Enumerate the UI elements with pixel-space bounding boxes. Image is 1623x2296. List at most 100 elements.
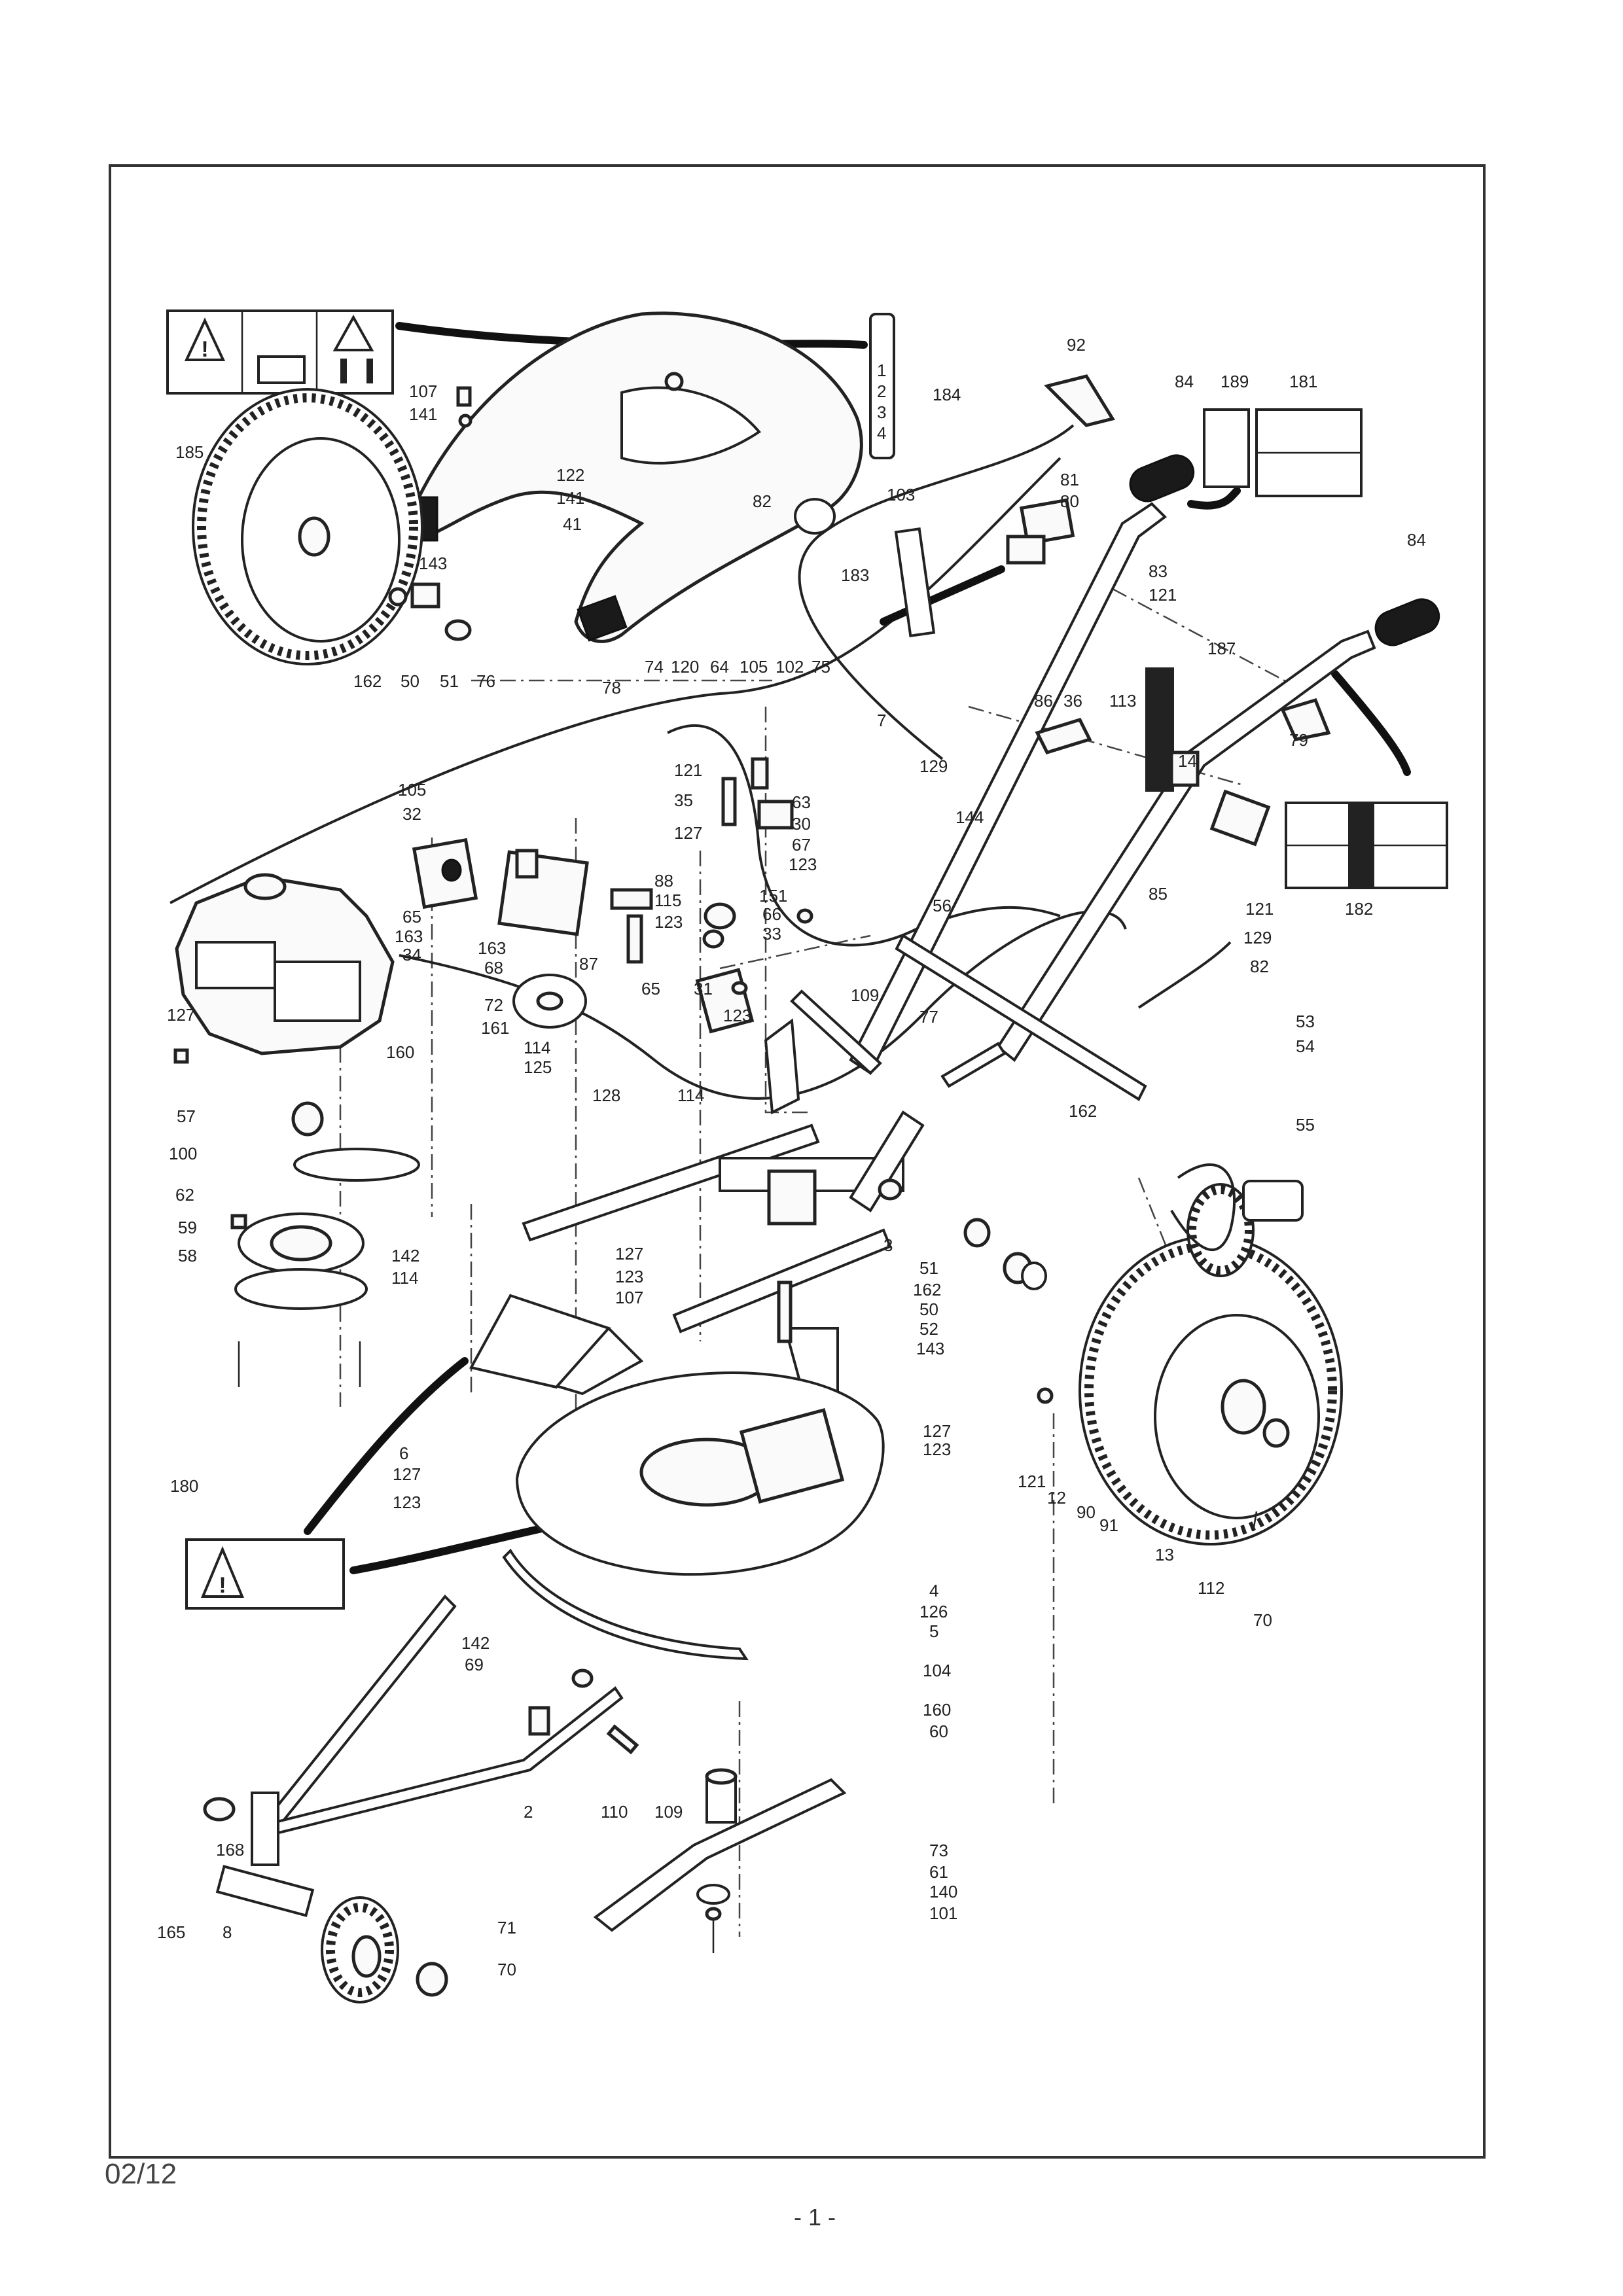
callout-label: 183 xyxy=(841,565,869,585)
callout-label: 83 xyxy=(1149,561,1168,581)
callout-label: 123 xyxy=(615,1267,643,1286)
callout-label: 63 xyxy=(792,792,811,812)
callout-label: 70 xyxy=(1253,1610,1272,1630)
callout-label: 126 xyxy=(919,1602,948,1621)
callout-label: 168 xyxy=(216,1840,244,1860)
callout-label: 56 xyxy=(933,896,952,915)
callout-label: 70 xyxy=(497,1960,516,1979)
callout-label: 102 xyxy=(776,657,804,677)
mower-deck xyxy=(469,1294,885,1661)
callout-label: 123 xyxy=(393,1492,421,1512)
callout-label: 77 xyxy=(919,1007,938,1027)
callout-label: 3 xyxy=(883,1235,893,1255)
callout-label: 2 xyxy=(524,1802,533,1822)
revision-date: 02/12 xyxy=(105,2158,177,2190)
version-list-label: 1 xyxy=(877,361,886,380)
callout-label: 184 xyxy=(933,385,961,404)
handle-upper xyxy=(790,374,1440,1101)
callout-label: 87 xyxy=(579,954,598,974)
callout-label: 162 xyxy=(1069,1101,1097,1121)
callout-label: 12 xyxy=(1047,1488,1066,1508)
callout-label: 121 xyxy=(674,760,702,780)
callout-label: 65 xyxy=(402,907,421,927)
callout-label: 50 xyxy=(919,1299,938,1319)
instruction-decals: ! xyxy=(185,408,1448,1610)
callout-label: 185 xyxy=(175,442,204,462)
callout-label: 61 xyxy=(929,1862,948,1882)
page-number: - 1 - xyxy=(793,2204,836,2231)
callout-label: 31 xyxy=(694,979,713,998)
callout-label: 123 xyxy=(923,1439,951,1459)
callout-label: 41 xyxy=(563,514,582,534)
callout-label: 103 xyxy=(887,485,915,504)
callout-label: 163 xyxy=(395,927,423,946)
callout-label: 140 xyxy=(929,1882,957,1901)
callout-label: 7 xyxy=(877,711,886,730)
callout-label: 36 xyxy=(1063,691,1082,711)
callout-label: 162 xyxy=(913,1280,941,1299)
callout-label: 86 xyxy=(1034,691,1053,711)
callout-label: 115 xyxy=(654,891,681,910)
drive-components xyxy=(230,757,813,1387)
callout-label: 161 xyxy=(481,1018,509,1038)
callout-label: 14 xyxy=(1178,751,1197,771)
version-list-label: 4 xyxy=(877,423,886,443)
rear-left-wheel xyxy=(192,388,472,665)
callout-label: 64 xyxy=(710,657,729,677)
callout-label: 125 xyxy=(524,1057,552,1077)
callout-label: 74 xyxy=(645,657,664,677)
callout-label: 107 xyxy=(409,381,437,401)
callout-label: 114 xyxy=(677,1086,704,1105)
callout-label: 5 xyxy=(929,1621,938,1641)
callout-label: 121 xyxy=(1018,1472,1046,1491)
callout-label: 72 xyxy=(484,995,503,1015)
callout-label: 57 xyxy=(177,1106,196,1126)
callout-label: 73 xyxy=(929,1841,948,1860)
callout-label: 6 xyxy=(399,1443,408,1463)
callout-label: 35 xyxy=(674,790,693,810)
callout-label: 129 xyxy=(919,756,948,776)
callout-label: 180 xyxy=(170,1476,198,1496)
callout-label: 59 xyxy=(178,1218,197,1237)
callout-label: 13 xyxy=(1155,1545,1174,1564)
callout-label: 142 xyxy=(461,1633,490,1653)
callout-label: 79 xyxy=(1289,730,1308,750)
callout-label: 141 xyxy=(409,404,437,424)
callout-label: 143 xyxy=(419,554,447,573)
drawing-frame xyxy=(109,164,1486,2159)
callout-label: 76 xyxy=(476,671,495,691)
callout-label: 66 xyxy=(762,904,781,924)
callout-label: 69 xyxy=(465,1655,484,1674)
callout-label: 54 xyxy=(1296,1036,1315,1056)
callout-label: 34 xyxy=(402,945,421,964)
callout-label: 51 xyxy=(440,671,459,691)
rear-right-wheel xyxy=(963,1163,1343,1545)
callout-label: 189 xyxy=(1221,372,1249,391)
version-list-label: 3 xyxy=(877,402,886,422)
callout-label: 78 xyxy=(602,678,621,698)
callout-label: 8 xyxy=(223,1922,232,1942)
callout-label: 182 xyxy=(1345,899,1373,919)
callout-label: 121 xyxy=(1245,899,1274,919)
callout-label: 85 xyxy=(1149,884,1168,904)
svg-text:!: ! xyxy=(201,337,208,362)
callout-label: 144 xyxy=(955,807,984,827)
callout-label: 109 xyxy=(654,1802,683,1822)
callout-label: 187 xyxy=(1207,639,1236,658)
callout-label: 71 xyxy=(497,1918,516,1937)
cutting-height-decal-184 xyxy=(869,313,895,459)
callout-label: 110 xyxy=(601,1802,628,1822)
callout-label: 142 xyxy=(391,1246,419,1265)
callout-label: 162 xyxy=(353,671,382,691)
front-axle xyxy=(203,1595,639,2004)
callout-label: 58 xyxy=(178,1246,197,1265)
callout-label: 32 xyxy=(402,804,421,824)
callout-label: 67 xyxy=(792,835,811,855)
cover-fasteners xyxy=(456,372,836,535)
callout-label: 127 xyxy=(923,1421,951,1441)
callout-label: 104 xyxy=(923,1661,951,1680)
callout-label: 109 xyxy=(851,985,879,1005)
callout-label: 127 xyxy=(615,1244,643,1263)
callout-label: 84 xyxy=(1407,530,1426,550)
